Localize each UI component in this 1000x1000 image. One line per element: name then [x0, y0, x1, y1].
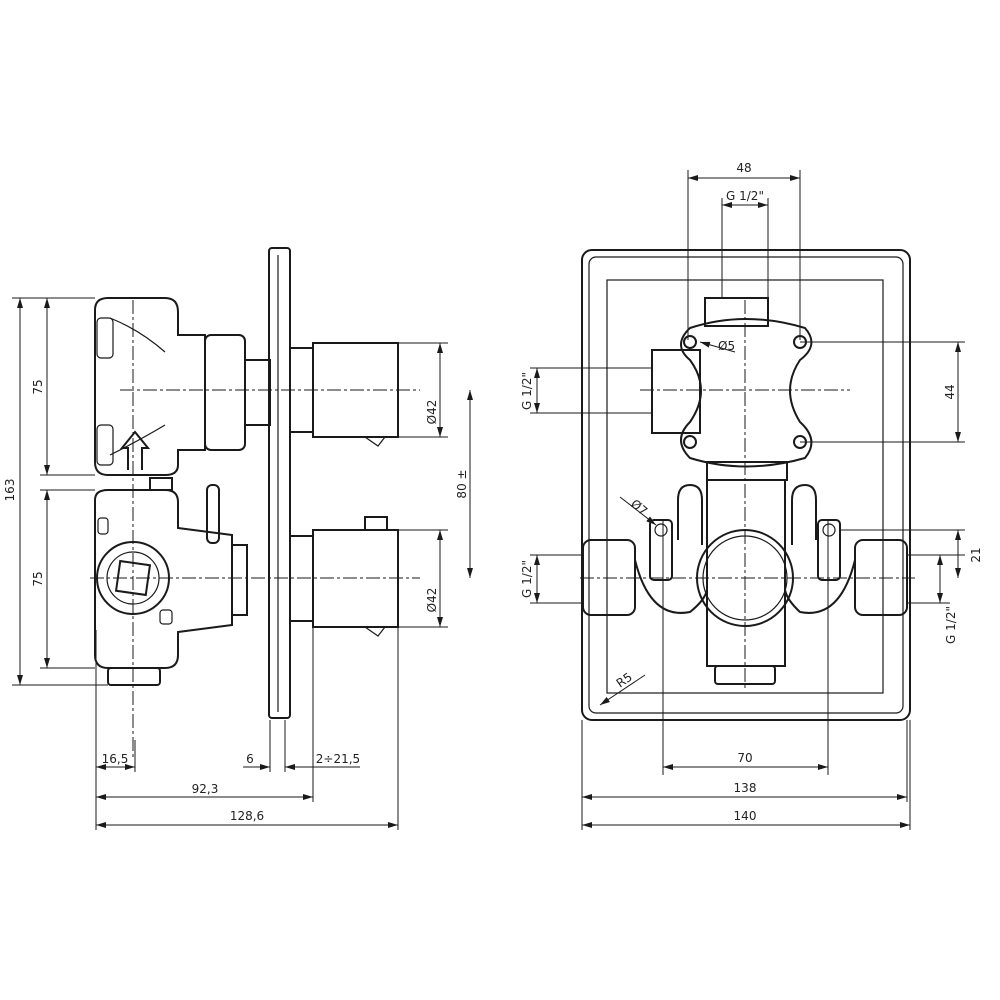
dim-right-thread: G 1/2" — [944, 606, 958, 644]
dim-adjust: 2÷21,5 — [316, 752, 360, 766]
dim-overall-height: 163 — [3, 479, 17, 502]
lower-valve-body — [94, 477, 248, 686]
upper-valve-body — [94, 297, 271, 476]
dim-offset: 16,5 — [102, 752, 129, 766]
dim-mount-spacing: 44 — [943, 384, 957, 399]
wall-plate-side — [268, 247, 291, 719]
upper-valve-front — [651, 297, 813, 481]
dim-lower-diameter: Ø42 — [425, 588, 439, 613]
side-horizontal-dimensions: 16,5 6 2÷21,5 92,3 128,6 — [95, 627, 399, 830]
dim-upper-diameter: Ø42 — [425, 400, 439, 425]
dim-radius: R5 — [614, 670, 635, 691]
front-view: 48 G 1/2" Ø5 44 G 1/2" Ø7 G 1/2" — [520, 161, 983, 830]
dim-plate-width: 140 — [734, 809, 757, 823]
dim-lower-height: 75 — [31, 571, 45, 586]
dim-top-thread: G 1/2" — [726, 189, 764, 203]
dim-overall-depth: 128,6 — [230, 809, 264, 823]
dim-inlet-spacing: 70 — [737, 751, 752, 765]
upper-handle — [289, 342, 399, 447]
dim-top-width: 48 — [736, 161, 751, 175]
dim-inner-width: 138 — [734, 781, 757, 795]
wall-plate-outer — [581, 249, 911, 721]
dim-hole: Ø5 — [718, 339, 735, 353]
wall-plate-inner — [606, 279, 884, 694]
dim-offset-right: 21 — [969, 547, 983, 562]
dim-handle-spacing: 80 ± — [455, 469, 469, 498]
dim-left-upper-thread: G 1/2" — [520, 372, 534, 410]
front-dimensions: 48 G 1/2" Ø5 44 G 1/2" Ø7 G 1/2" — [520, 161, 983, 830]
dim-upper-height: 75 — [31, 379, 45, 394]
side-view: 163 75 75 Ø42 Ø42 80 ± — [3, 247, 473, 830]
dim-screw: Ø7 — [628, 497, 650, 519]
dim-depth-to-plate: 92,3 — [192, 782, 219, 796]
side-vertical-dimensions: 163 75 75 Ø42 Ø42 80 ± — [3, 297, 473, 686]
lower-handle — [289, 516, 399, 637]
dim-plate: 6 — [246, 752, 254, 766]
dim-left-lower-thread: G 1/2" — [520, 560, 534, 598]
